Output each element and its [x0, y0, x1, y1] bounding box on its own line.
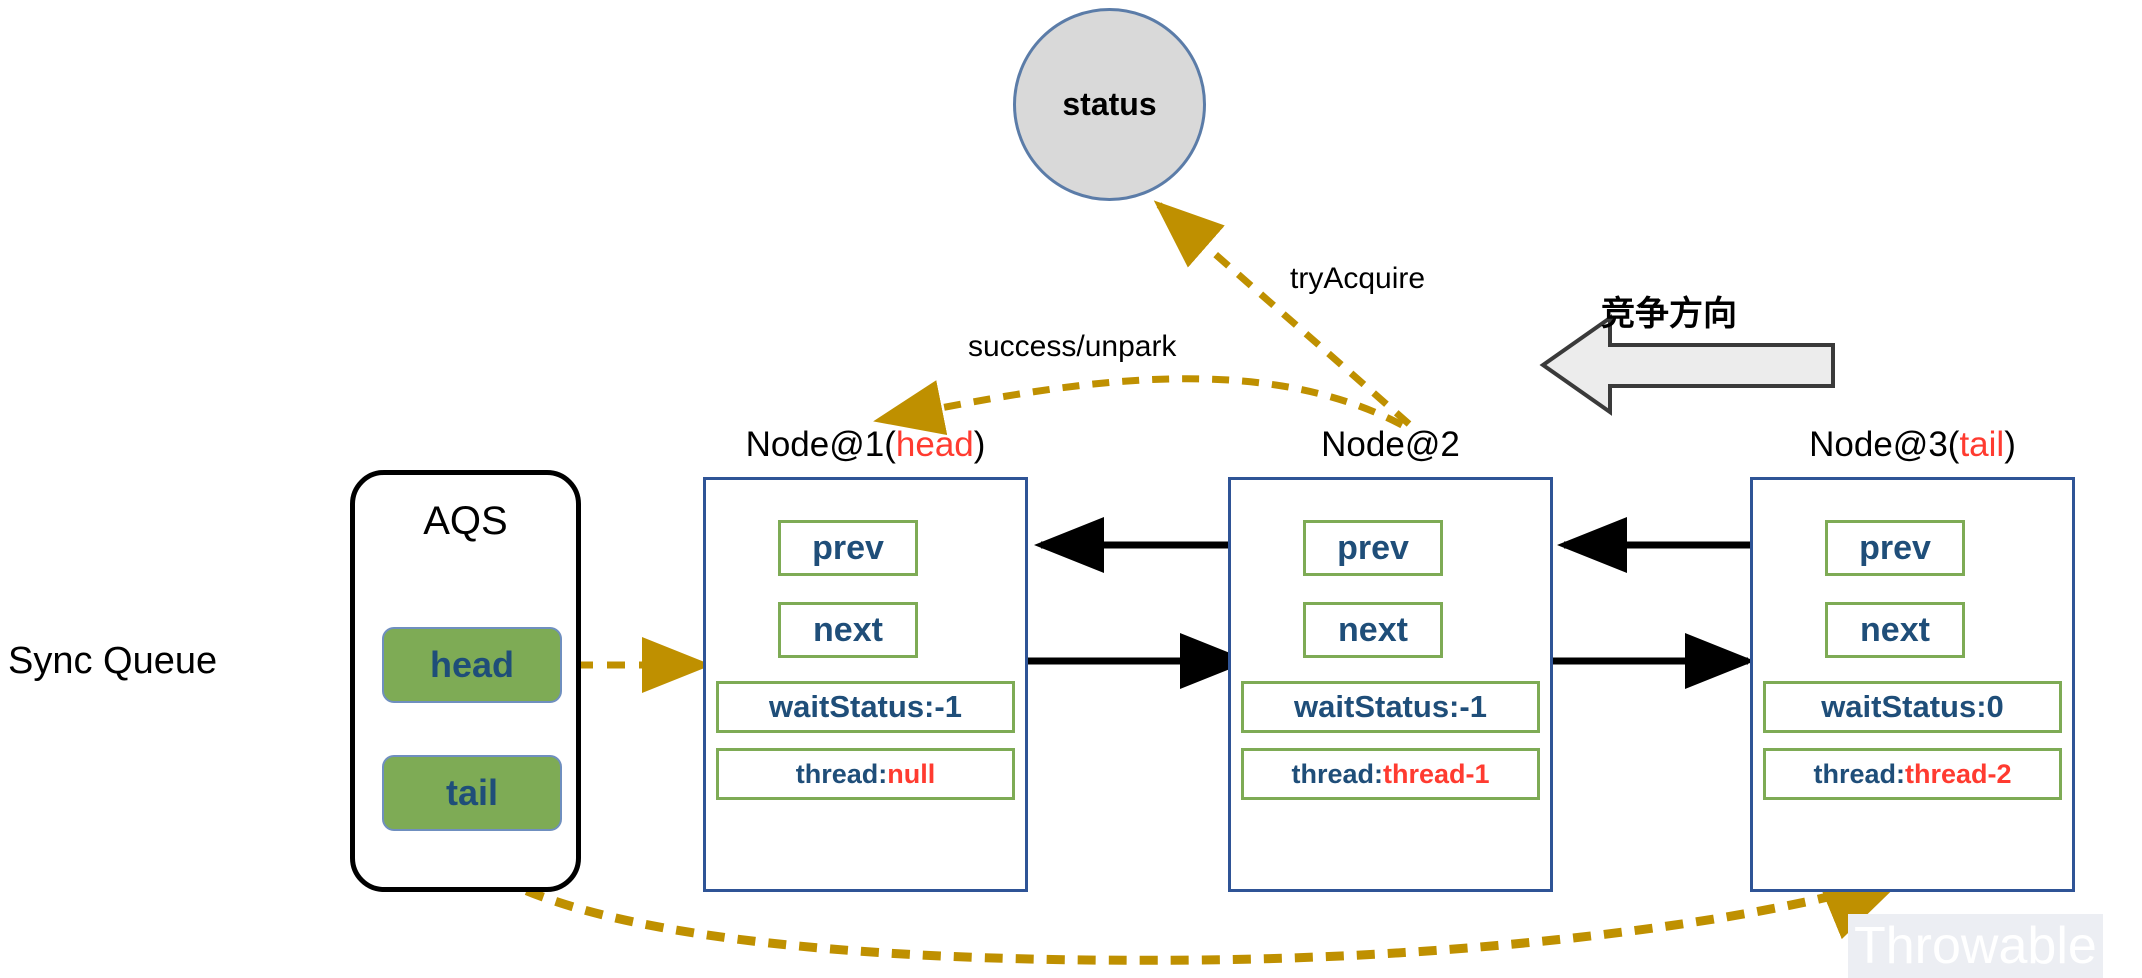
node-title-main-2: Node@2	[1321, 425, 1460, 464]
node-3-next-field[interactable]: next	[1825, 602, 1965, 658]
node-3-wait-status-key: waitStatus:	[1821, 689, 1987, 724]
sync-queue-label: Sync Queue	[8, 640, 218, 682]
node-title-close-1: )	[973, 425, 986, 464]
try-acquire-label: tryAcquire	[1290, 262, 1426, 295]
node-box-3: prev next waitStatus: 0 thread: thread-2	[1750, 477, 2075, 892]
aqs-field-head[interactable]: head	[382, 627, 562, 703]
node-title-2: Node@2	[1228, 425, 1553, 465]
success-unpark-arrow	[873, 375, 1404, 436]
aqs-title: AQS	[423, 499, 508, 543]
node-title-3: Node@3(tail)	[1750, 425, 2075, 465]
node-1-thread-value: null	[887, 758, 936, 789]
node-title-main-3: Node@3(	[1809, 425, 1960, 464]
status-circle[interactable]: status	[1013, 8, 1206, 201]
competition-direction-label: 竞争方向	[1601, 295, 1737, 333]
node-3-thread-key: thread:	[1813, 758, 1905, 789]
node-1-prev-field[interactable]: prev	[778, 520, 918, 576]
node-1-thread-key: thread:	[795, 758, 888, 789]
node-title-tag-3: tail	[1959, 425, 2005, 464]
node-3-thread-field: thread: thread-2	[1763, 748, 2062, 800]
node-1-next-field[interactable]: next	[778, 602, 918, 658]
aqs-container: AQS head tail	[350, 470, 581, 892]
node-title-1: Node@1(head)	[703, 425, 1028, 465]
watermark: Throwable	[1848, 914, 2103, 978]
node-2-thread-key: thread:	[1291, 758, 1383, 789]
node-3-wait-status-field: waitStatus: 0	[1763, 681, 2062, 733]
node-title-tag-1: head	[895, 425, 974, 464]
node-title-main-1: Node@1(	[745, 425, 896, 464]
node-3-wait-status-value: 0	[1986, 689, 2004, 724]
node-2-thread-value: thread-1	[1382, 758, 1490, 789]
node-1-wait-status-key: waitStatus:	[769, 689, 935, 724]
node-title-close-3: )	[2004, 425, 2016, 464]
node-2-wait-status-value: -1	[1459, 689, 1487, 724]
node-box-1: prev next waitStatus: -1 thread: null	[703, 477, 1028, 892]
node-2-next-field[interactable]: next	[1303, 602, 1443, 658]
node-2-thread-field: thread: thread-1	[1241, 748, 1540, 800]
node-3-prev-field[interactable]: prev	[1825, 520, 1965, 576]
node-2-wait-status-key: waitStatus:	[1294, 689, 1460, 724]
node-box-2: prev next waitStatus: -1 thread: thread-…	[1228, 477, 1553, 892]
node-2-wait-status-field: waitStatus: -1	[1241, 681, 1540, 733]
node-3-thread-value: thread-2	[1904, 758, 2012, 789]
tail-pointer-arrow	[435, 809, 1912, 965]
node-1-thread-field: thread: null	[716, 748, 1015, 800]
success-unpark-label: success/unpark	[968, 330, 1177, 363]
node-1-wait-status-value: -1	[934, 689, 962, 724]
aqs-field-tail[interactable]: tail	[382, 755, 562, 831]
node-1-wait-status-field: waitStatus: -1	[716, 681, 1015, 733]
node-2-prev-field[interactable]: prev	[1303, 520, 1443, 576]
try-acquire-arrow	[1153, 200, 1412, 427]
